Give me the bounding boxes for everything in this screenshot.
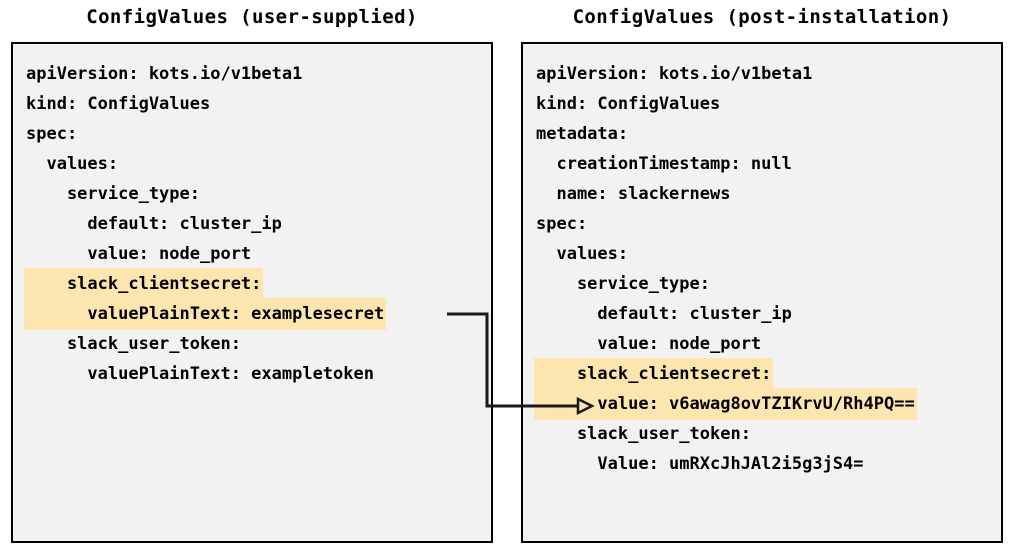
code-line: spec: [26, 124, 78, 144]
code-box-post-installation: apiVersion: kots.io/v1beta1 kind: Config… [521, 42, 1003, 543]
code-line-highlighted: valuePlainText: examplesecret [13, 298, 491, 330]
code-line: valuePlainText: exampletoken [26, 364, 374, 384]
configvalues-post-installation-panel: ConfigValues (post-installation) apiVers… [521, 0, 1003, 543]
code-line: slack_user_token: [26, 334, 241, 354]
code-line: default: cluster_ip [26, 214, 282, 234]
code-line-highlighted: value: v6awag8ovTZIKrvU/Rh4PQ== [523, 388, 1001, 420]
code-line-highlighted: slack_clientsecret: [523, 358, 1001, 390]
code-line: kind: ConfigValues [26, 94, 211, 114]
code-line: apiVersion: kots.io/v1beta1 [536, 64, 813, 84]
code-line: creationTimestamp: null [536, 154, 792, 174]
code-line: slack_user_token: [536, 424, 751, 444]
code-line-highlighted: slack_clientsecret: [13, 268, 491, 300]
code-line: kind: ConfigValues [536, 94, 721, 114]
code-line: apiVersion: kots.io/v1beta1 [26, 64, 303, 84]
code-line: value: node_port [536, 334, 762, 354]
code-line: values: [26, 154, 119, 174]
code-line: service_type: [536, 274, 710, 294]
code-line: values: [536, 244, 629, 264]
code-line: spec: [536, 214, 588, 234]
configvalues-user-supplied-panel: ConfigValues (user-supplied) apiVersion:… [11, 0, 493, 543]
code-line: Value: umRXcJhJAl2i5g3jS4= [536, 454, 864, 474]
code-line: name: slackernews [536, 184, 731, 204]
code-line: service_type: [26, 184, 200, 204]
code-line: value: node_port [26, 244, 252, 264]
panel-title-user-supplied: ConfigValues (user-supplied) [86, 6, 418, 28]
panel-title-post-installation: ConfigValues (post-installation) [572, 6, 952, 28]
code-line: metadata: [536, 124, 629, 144]
code-box-user-supplied: apiVersion: kots.io/v1beta1 kind: Config… [11, 42, 493, 543]
code-line: default: cluster_ip [536, 304, 792, 324]
